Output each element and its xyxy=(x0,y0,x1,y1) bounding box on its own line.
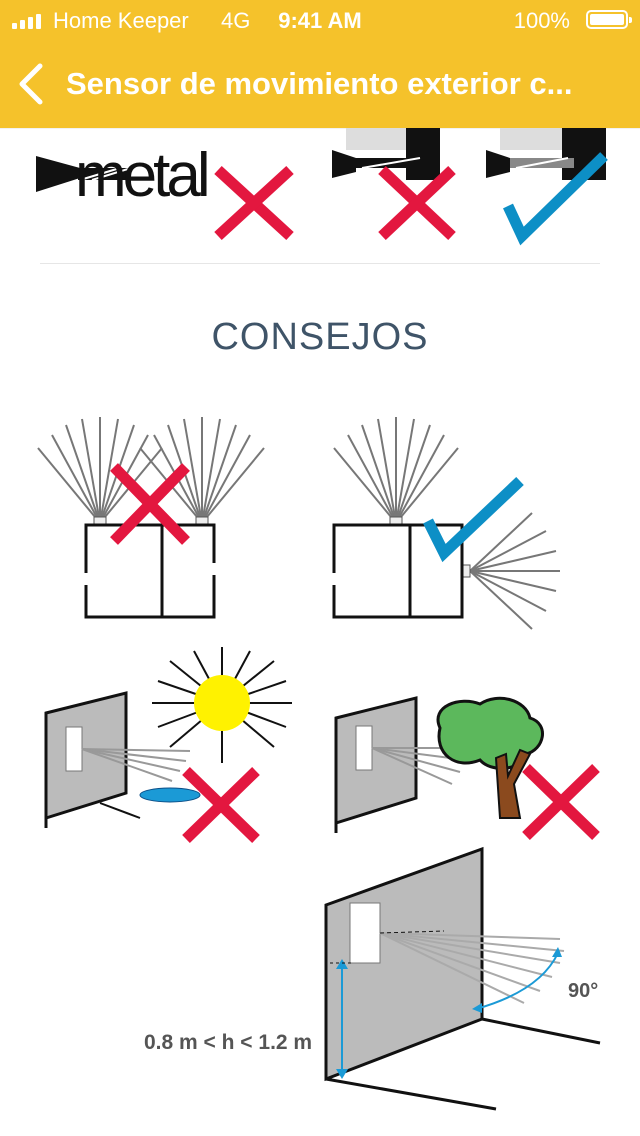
height-indicator xyxy=(330,959,352,1079)
wall xyxy=(324,846,601,1111)
wall xyxy=(44,691,141,828)
tip-separated-sensors-correct xyxy=(332,417,560,630)
network-type: 4G xyxy=(221,8,251,33)
metal-label: metal xyxy=(75,141,207,210)
angle-label: 90° xyxy=(568,980,598,1002)
checkmark-icon xyxy=(423,477,524,563)
tip-tree-movement-wrong xyxy=(334,696,600,840)
cross-icon xyxy=(214,165,294,241)
back-button[interactable] xyxy=(12,62,52,106)
cross-icon xyxy=(110,463,190,545)
navigation-bar: Sensor de movimiento exterior c... xyxy=(0,40,640,128)
divider xyxy=(40,263,600,264)
cross-icon xyxy=(182,767,260,843)
carrier-name: Home Keeper xyxy=(53,8,189,33)
cross-icon xyxy=(522,764,600,840)
chevron-left-icon xyxy=(19,63,43,105)
mounting-illustrations: metal xyxy=(36,128,608,246)
battery-icon xyxy=(586,10,632,29)
tip-mounting-height: 90° 0.8 m < h < 1.2 m xyxy=(144,846,601,1111)
battery-percent: 100% xyxy=(513,8,570,33)
section-title: CONSEJOS xyxy=(211,316,429,358)
tip-sun-exposure-wrong xyxy=(44,647,292,843)
metal-surface-illustration: metal xyxy=(36,141,211,210)
signal-icon xyxy=(12,13,41,29)
detection-rays xyxy=(333,417,560,630)
status-bar: Home Keeper 4G 9:41 AM 100% xyxy=(0,0,640,40)
tip-overlapping-sensors-wrong xyxy=(37,417,265,619)
floor-plan xyxy=(332,523,464,619)
clock: 9:41 AM xyxy=(278,8,362,33)
checkmark-icon xyxy=(503,152,608,246)
instructions-content[interactable]: metal CONSEJOS xyxy=(0,128,640,1136)
floor-plan xyxy=(84,523,216,619)
wall-anchor-correct-illustration xyxy=(486,128,606,180)
wall-anchor-wrong-illustration xyxy=(332,128,440,180)
tree-icon xyxy=(436,696,544,819)
sun-icon xyxy=(152,647,292,763)
page-title: Sensor de movimiento exterior c... xyxy=(66,66,573,101)
cross-icon xyxy=(378,165,456,241)
wall xyxy=(334,696,418,833)
height-label: 0.8 m < h < 1.2 m xyxy=(144,1031,312,1054)
